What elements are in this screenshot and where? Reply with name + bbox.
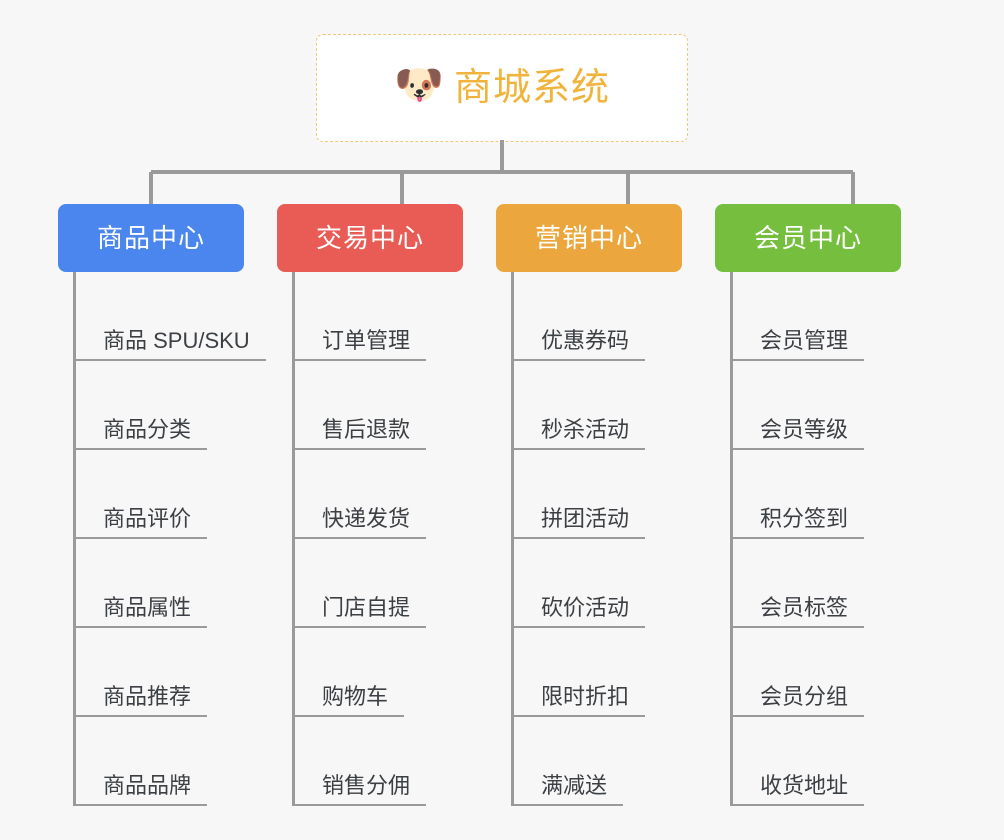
branch-items-member: 会员管理 会员等级 积分签到 会员标签 会员分组 收货地址 <box>730 272 934 806</box>
branch-column-transaction: 交易中心 订单管理 售后退款 快递发货 门店自提 购物车 销售分佣 <box>277 204 496 806</box>
list-item-label: 砍价活动 <box>511 597 646 628</box>
branch-header-member[interactable]: 会员中心 <box>715 204 901 272</box>
branch-column-marketing: 营销中心 优惠券码 秒杀活动 拼团活动 砍价活动 限时折扣 满减送 <box>496 204 715 806</box>
list-item[interactable]: 拼团活动 <box>511 450 715 539</box>
list-item-label: 商品属性 <box>73 597 208 628</box>
list-item-label: 销售分佣 <box>292 775 427 806</box>
list-item-label: 门店自提 <box>292 597 427 628</box>
branch-header-transaction[interactable]: 交易中心 <box>277 204 463 272</box>
list-item-label: 积分签到 <box>730 508 865 539</box>
list-item[interactable]: 秒杀活动 <box>511 361 715 450</box>
root-node-title: 商城系统 <box>453 67 610 109</box>
list-item[interactable]: 商品属性 <box>73 539 277 628</box>
list-item[interactable]: 商品推荐 <box>73 628 277 717</box>
branch-header-product[interactable]: 商品中心 <box>58 204 244 272</box>
branch-items-transaction: 订单管理 售后退款 快递发货 门店自提 购物车 销售分佣 <box>292 272 496 806</box>
branch-spine <box>73 272 76 806</box>
list-item-label: 限时折扣 <box>511 686 646 717</box>
root-node[interactable]: 🐶 商城系统 <box>316 34 688 142</box>
list-item[interactable]: 商品品牌 <box>73 717 277 806</box>
branch-column-member: 会员中心 会员管理 会员等级 积分签到 会员标签 会员分组 收货地址 <box>715 204 934 806</box>
branch-column-product: 商品中心 商品 SPU/SKU 商品分类 商品评价 商品属性 商品推荐 商品品牌 <box>58 204 277 806</box>
list-item-label: 商品分类 <box>73 419 208 450</box>
list-item[interactable]: 快递发货 <box>292 450 496 539</box>
list-item-label: 收货地址 <box>730 775 865 806</box>
branch-spine <box>511 272 514 806</box>
list-item[interactable]: 会员标签 <box>730 539 934 628</box>
branch-spine <box>730 272 733 806</box>
list-item[interactable]: 会员等级 <box>730 361 934 450</box>
list-item-label: 会员分组 <box>730 686 865 717</box>
branch-columns: 商品中心 商品 SPU/SKU 商品分类 商品评价 商品属性 商品推荐 商品品牌… <box>0 204 1004 806</box>
list-item[interactable]: 限时折扣 <box>511 628 715 717</box>
branch-header-marketing[interactable]: 营销中心 <box>496 204 682 272</box>
list-item-label: 商品推荐 <box>73 686 208 717</box>
list-item-label: 商品品牌 <box>73 775 208 806</box>
dog-face-icon: 🐶 <box>393 63 444 107</box>
list-item-label: 优惠券码 <box>511 330 646 361</box>
list-item[interactable]: 商品分类 <box>73 361 277 450</box>
list-item-label: 商品评价 <box>73 508 208 539</box>
list-item-label: 售后退款 <box>292 419 427 450</box>
list-item-label: 会员等级 <box>730 419 865 450</box>
list-item-label: 秒杀活动 <box>511 419 646 450</box>
list-item-label: 拼团活动 <box>511 508 646 539</box>
root-to-branch-connectors <box>149 140 855 212</box>
list-item-label: 购物车 <box>292 686 405 717</box>
list-item-label: 订单管理 <box>292 330 427 361</box>
list-item[interactable]: 收货地址 <box>730 717 934 806</box>
list-item[interactable]: 售后退款 <box>292 361 496 450</box>
list-item-label: 快递发货 <box>292 508 427 539</box>
list-item[interactable]: 门店自提 <box>292 539 496 628</box>
list-item[interactable]: 商品评价 <box>73 450 277 539</box>
branch-spine <box>292 272 295 806</box>
list-item[interactable]: 砍价活动 <box>511 539 715 628</box>
list-item-label: 商品 SPU/SKU <box>73 330 266 361</box>
list-item[interactable]: 销售分佣 <box>292 717 496 806</box>
list-item[interactable]: 会员管理 <box>730 272 934 361</box>
list-item[interactable]: 优惠券码 <box>511 272 715 361</box>
list-item-label: 会员标签 <box>730 597 865 628</box>
list-item[interactable]: 积分签到 <box>730 450 934 539</box>
branch-items-product: 商品 SPU/SKU 商品分类 商品评价 商品属性 商品推荐 商品品牌 <box>73 272 277 806</box>
list-item[interactable]: 商品 SPU/SKU <box>73 272 277 361</box>
root-node-container: 🐶 商城系统 <box>0 34 1004 142</box>
list-item[interactable]: 购物车 <box>292 628 496 717</box>
list-item[interactable]: 满减送 <box>511 717 715 806</box>
list-item[interactable]: 订单管理 <box>292 272 496 361</box>
list-item[interactable]: 会员分组 <box>730 628 934 717</box>
list-item-label: 满减送 <box>511 775 624 806</box>
list-item-label: 会员管理 <box>730 330 865 361</box>
branch-items-marketing: 优惠券码 秒杀活动 拼团活动 砍价活动 限时折扣 满减送 <box>511 272 715 806</box>
